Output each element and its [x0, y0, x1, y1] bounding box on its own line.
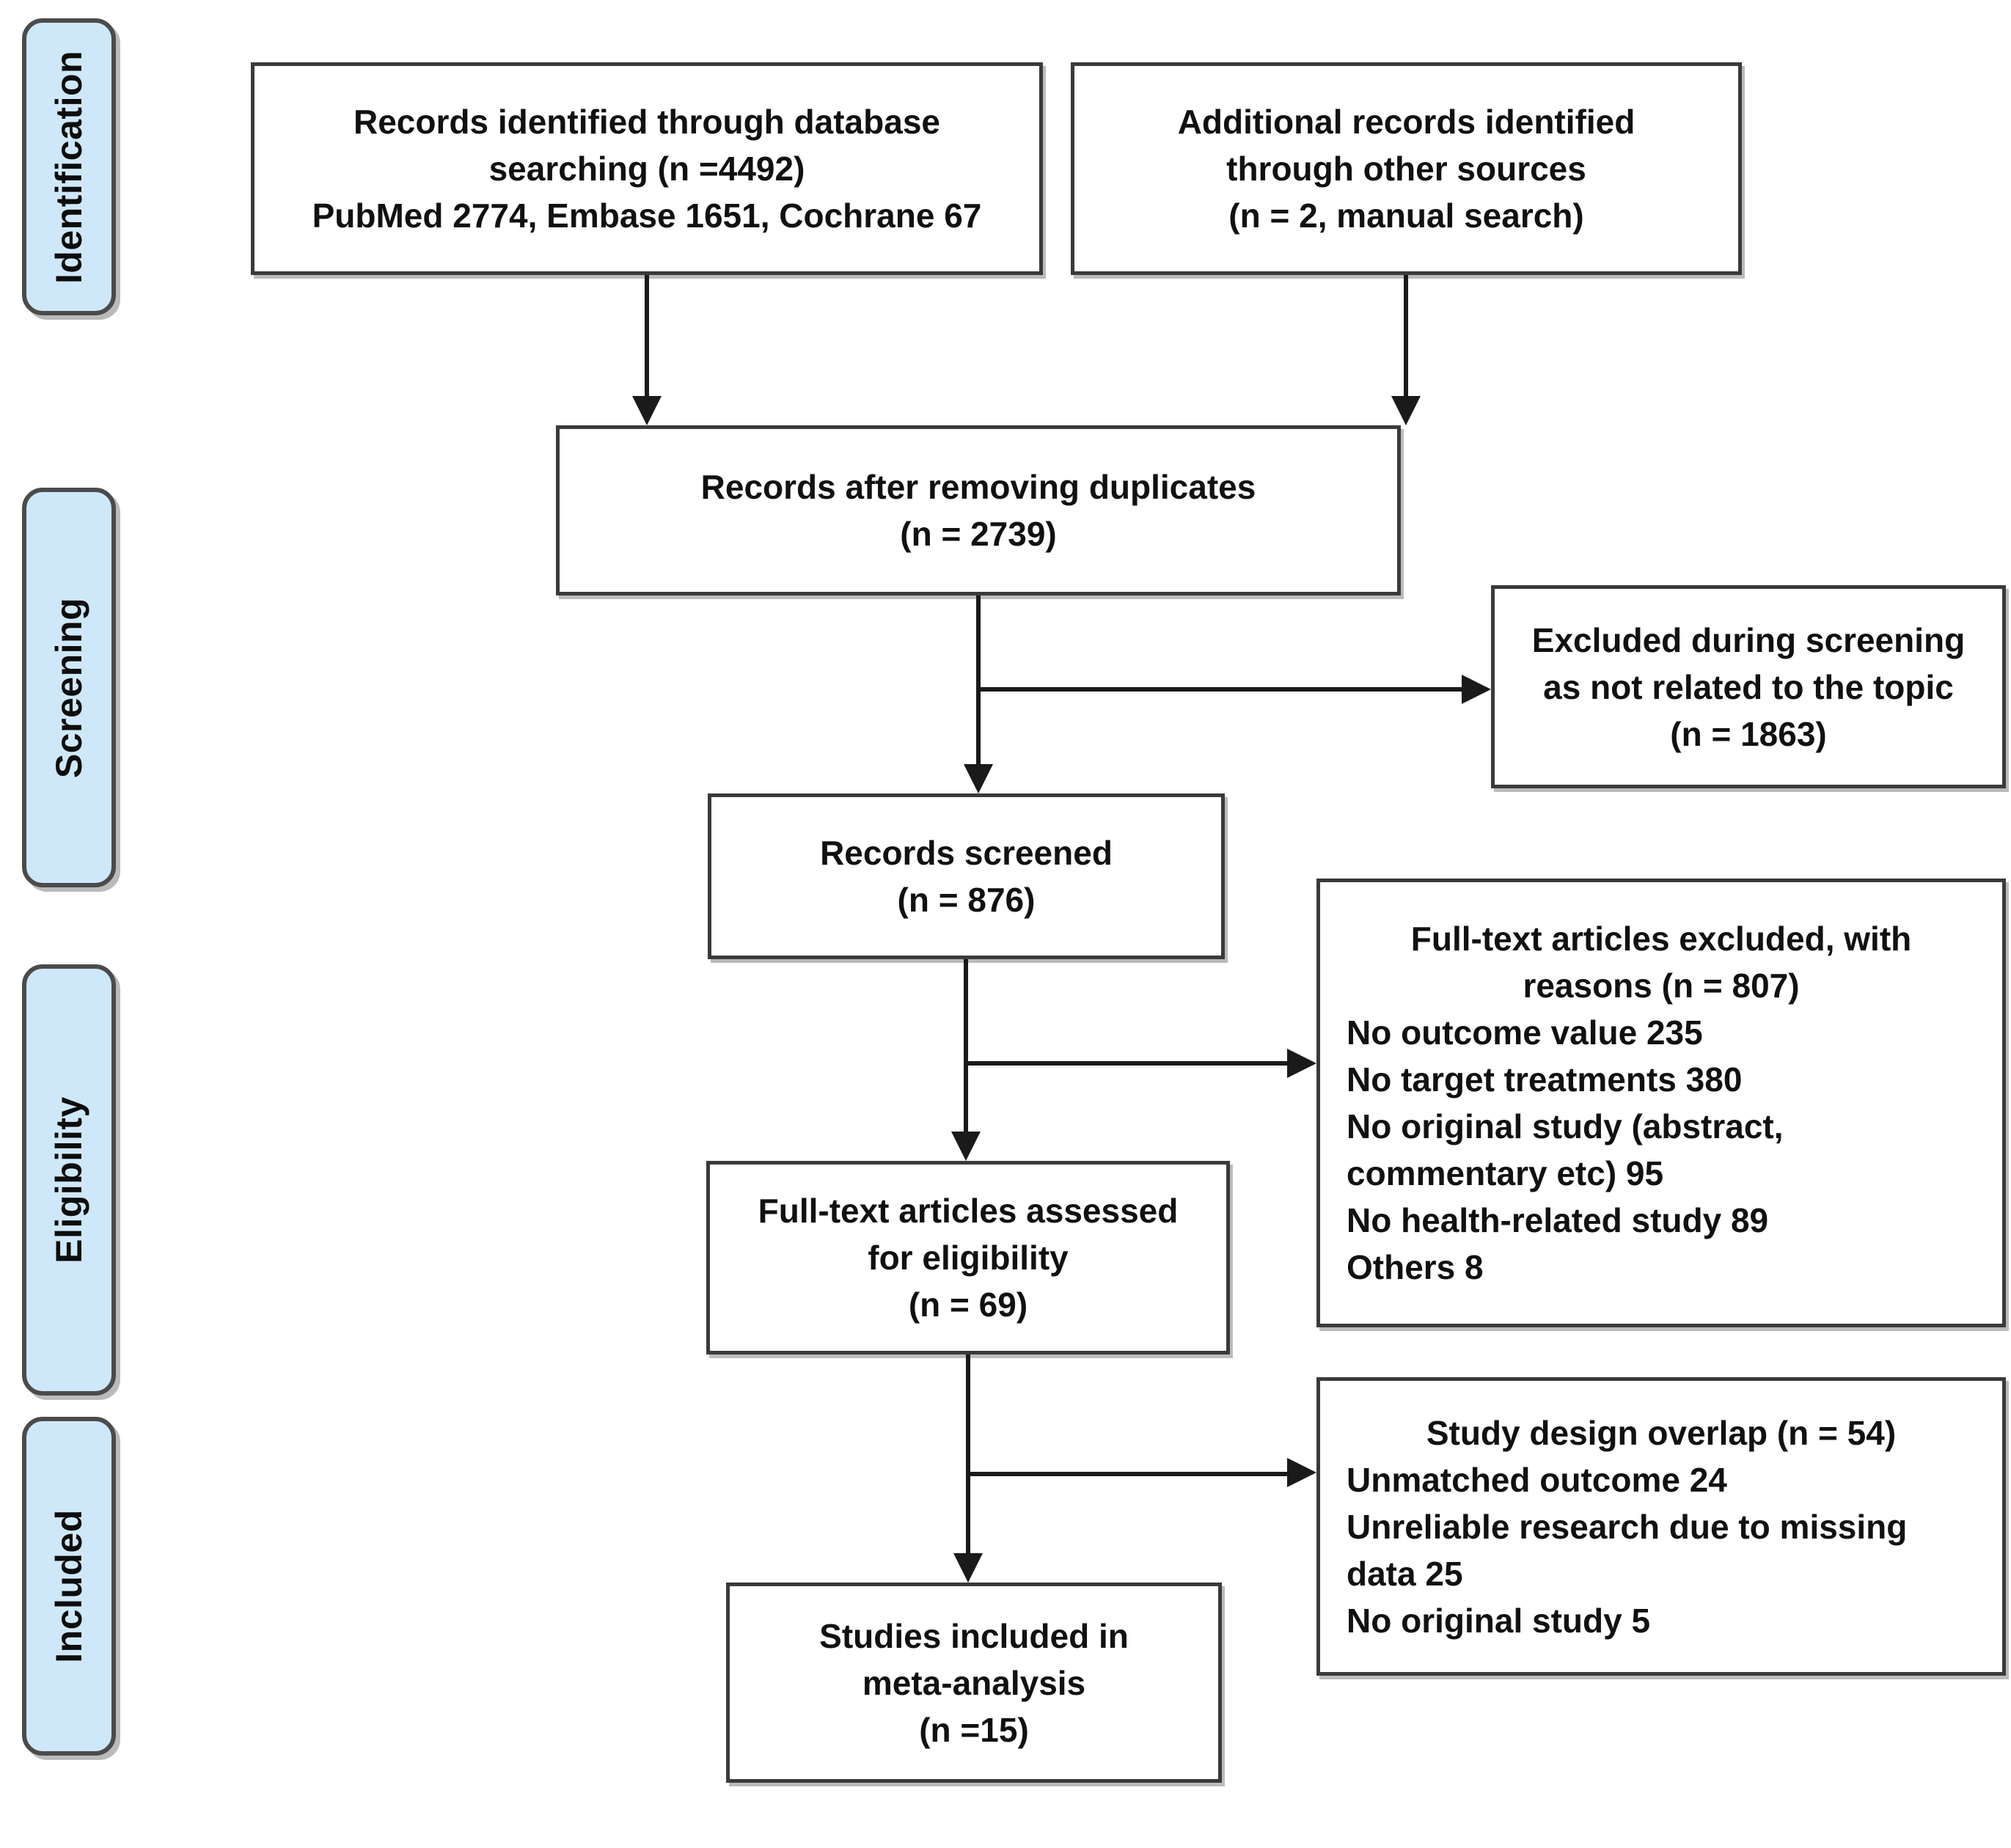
- arrow-to-fulltext-excluded-line: [966, 1061, 1287, 1066]
- box-records-screened-line: (n = 876): [897, 881, 1036, 919]
- arrow-identified-to-duplicates-head: [632, 396, 662, 425]
- box-additional-records-line: Additional records identified: [1177, 103, 1635, 141]
- box-fulltext-excluded-reason: No health-related study 89: [1347, 1201, 1769, 1239]
- arrow-additional-to-duplicates-line: [1404, 275, 1408, 396]
- box-records-after-duplicates: Records after removing duplicates (n = 2…: [556, 425, 1401, 595]
- box-study-design-overlap: Study design overlap (n = 54) Unmatched …: [1316, 1377, 2006, 1676]
- box-records-identified-line: PubMed 2774, Embase 1651, Cochrane 67: [312, 197, 982, 235]
- box-records-screened-line: Records screened: [820, 834, 1113, 872]
- box-fulltext-excluded: Full-text articles excluded, with reason…: [1316, 879, 2006, 1327]
- arrow-assessed-to-included-head: [953, 1553, 983, 1583]
- box-study-design-overlap-reason: No original study 5: [1347, 1601, 1651, 1640]
- arrow-assessed-to-included-line: [966, 1354, 970, 1553]
- box-excluded-during-screening-line: (n = 1863): [1670, 714, 1827, 753]
- box-records-identified: Records identified through database sear…: [251, 62, 1043, 275]
- box-studies-included-line: Studies included in: [819, 1616, 1129, 1655]
- box-records-after-duplicates-line: (n = 2739): [900, 515, 1057, 553]
- arrow-identified-to-duplicates-line: [645, 275, 649, 396]
- box-fulltext-assessed-line: Full-text articles assessed: [758, 1192, 1179, 1230]
- box-fulltext-excluded-reason: No outcome value 235: [1347, 1013, 1703, 1052]
- box-studies-included: Studies included in meta-analysis (n =15…: [726, 1583, 1222, 1783]
- box-study-design-overlap-reason: Unmatched outcome 24: [1347, 1460, 1727, 1499]
- arrow-screened-to-assessed-head: [951, 1132, 981, 1161]
- box-fulltext-excluded-reason: No original study (abstract,: [1347, 1107, 1784, 1145]
- arrow-duplicates-to-screened-head: [964, 764, 993, 793]
- box-fulltext-excluded-reason: commentary etc) 95: [1347, 1154, 1664, 1192]
- stage-included: Included: [22, 1417, 116, 1756]
- box-study-design-overlap-reason: Unreliable research due to missing: [1347, 1507, 1908, 1546]
- box-fulltext-excluded-reason: Others 8: [1347, 1248, 1484, 1286]
- box-records-identified-line: Records identified through database: [354, 103, 940, 141]
- arrow-duplicates-to-screened-line: [976, 595, 981, 764]
- box-fulltext-excluded-title: Full-text articles excluded, with: [1410, 920, 1912, 958]
- stage-identification-label: Identification: [48, 50, 90, 284]
- box-records-screened: Records screened (n = 876): [708, 793, 1225, 959]
- box-additional-records-line: (n = 2, manual search): [1228, 197, 1584, 235]
- box-study-design-overlap-title: Study design overlap (n = 54): [1426, 1413, 1897, 1452]
- arrow-to-design-overlap-line: [968, 1472, 1287, 1476]
- box-fulltext-assessed-line: (n = 69): [908, 1286, 1028, 1324]
- box-study-design-overlap-reason: data 25: [1347, 1554, 1463, 1593]
- arrow-to-design-overlap-head: [1287, 1458, 1316, 1487]
- box-fulltext-excluded-reason: No target treatments 380: [1347, 1060, 1743, 1099]
- box-fulltext-excluded-title: reasons (n = 807): [1523, 967, 1800, 1005]
- box-excluded-during-screening: Excluded during screening as not related…: [1491, 585, 2006, 788]
- arrow-to-excluded-screening-line: [978, 687, 1462, 692]
- box-studies-included-line: meta-analysis: [862, 1663, 1086, 1702]
- arrow-to-excluded-screening-head: [1462, 675, 1491, 704]
- box-studies-included-line: (n =15): [919, 1710, 1029, 1749]
- stage-included-label: Included: [48, 1509, 90, 1663]
- arrow-to-fulltext-excluded-head: [1287, 1049, 1316, 1078]
- arrow-additional-to-duplicates-head: [1391, 396, 1421, 425]
- stage-identification: Identification: [22, 18, 116, 315]
- box-records-identified-line: searching (n =4492): [488, 150, 805, 188]
- box-excluded-during-screening-line: as not related to the topic: [1543, 667, 1954, 706]
- stage-screening: Screening: [22, 488, 116, 887]
- arrow-screened-to-assessed-line: [964, 959, 968, 1132]
- box-additional-records-line: through other sources: [1226, 150, 1586, 188]
- stage-screening-label: Screening: [48, 597, 89, 778]
- box-records-after-duplicates-line: Records after removing duplicates: [700, 468, 1256, 506]
- box-additional-records: Additional records identified through ot…: [1071, 62, 1742, 275]
- box-fulltext-assessed: Full-text articles assessed for eligibil…: [706, 1161, 1230, 1354]
- stage-eligibility-label: Eligibility: [48, 1096, 89, 1264]
- box-excluded-during-screening-line: Excluded during screening: [1531, 620, 1966, 659]
- box-fulltext-assessed-line: for eligibility: [868, 1239, 1069, 1277]
- stage-eligibility: Eligibility: [22, 964, 116, 1396]
